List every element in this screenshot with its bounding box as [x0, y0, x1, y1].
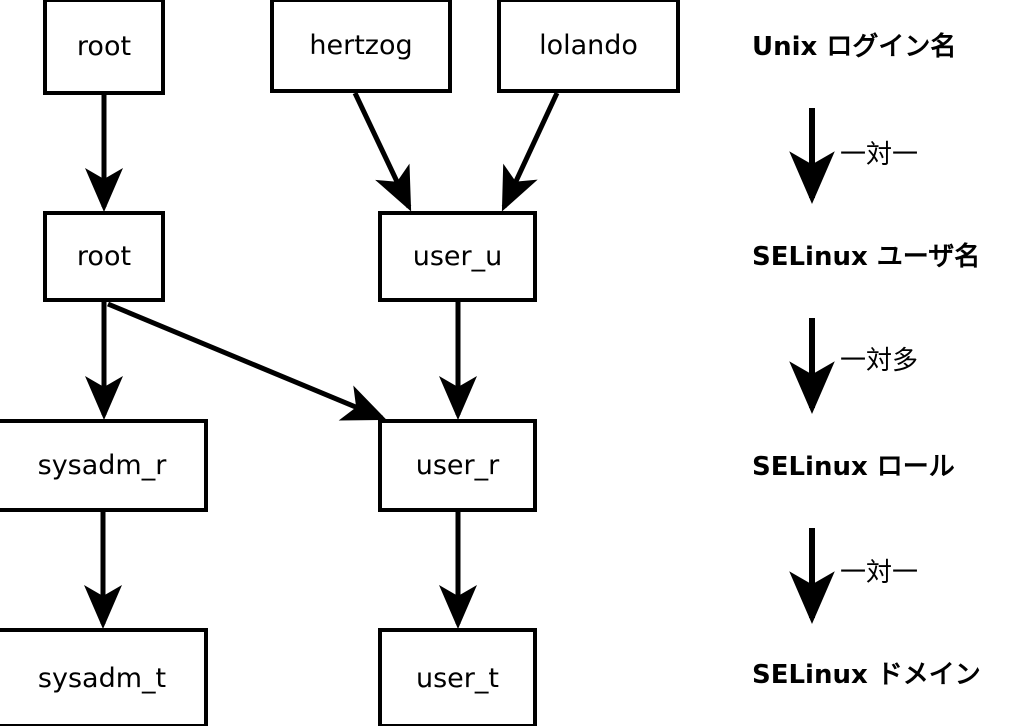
node-label: root — [76, 241, 132, 272]
node-label: lolando — [539, 30, 638, 61]
node-label: sysadm_r — [37, 450, 167, 481]
node-label: root — [76, 31, 132, 62]
legend-selinux-domain: SELinux ドメイン — [752, 660, 981, 690]
edge-hertzog-to-user-u — [352, 91, 412, 212]
node-label: user_t — [416, 662, 499, 694]
node-seuser-user-u[interactable]: user_u — [378, 211, 537, 302]
legend-arrow-one-to-one-domain-label: 一対一 — [840, 558, 919, 588]
legend-selinux-user: SELinux ユーザ名 — [752, 242, 981, 272]
node-login-root[interactable]: root — [43, 0, 165, 95]
node-role-user-r[interactable]: user_r — [378, 419, 537, 512]
node-label: hertzog — [309, 30, 413, 61]
edge-seuser-root-to-user-r — [107, 301, 387, 421]
node-label: user_u — [412, 241, 503, 272]
legend-unix-login: Unix ログイン名 — [752, 32, 957, 62]
node-role-sysadm-r[interactable]: sysadm_r — [0, 419, 208, 512]
edge-lolando-to-user-u — [501, 91, 560, 212]
node-label: sysadm_t — [37, 662, 167, 694]
node-login-hertzog[interactable]: hertzog — [270, 0, 452, 93]
node-seuser-root[interactable]: root — [43, 211, 165, 302]
edges-group — [84, 91, 560, 630]
legend-arrow-one-to-one-user-label: 一対一 — [840, 140, 919, 170]
legend-arrow-one-to-many-role-label: 一対多 — [840, 346, 919, 376]
node-login-lolando[interactable]: lolando — [497, 0, 680, 93]
node-domain-sysadm-t[interactable]: sysadm_t — [0, 628, 208, 726]
node-domain-user-t[interactable]: user_t — [378, 628, 537, 726]
node-label: user_r — [415, 450, 500, 481]
legend-selinux-role: SELinux ロール — [752, 452, 955, 482]
